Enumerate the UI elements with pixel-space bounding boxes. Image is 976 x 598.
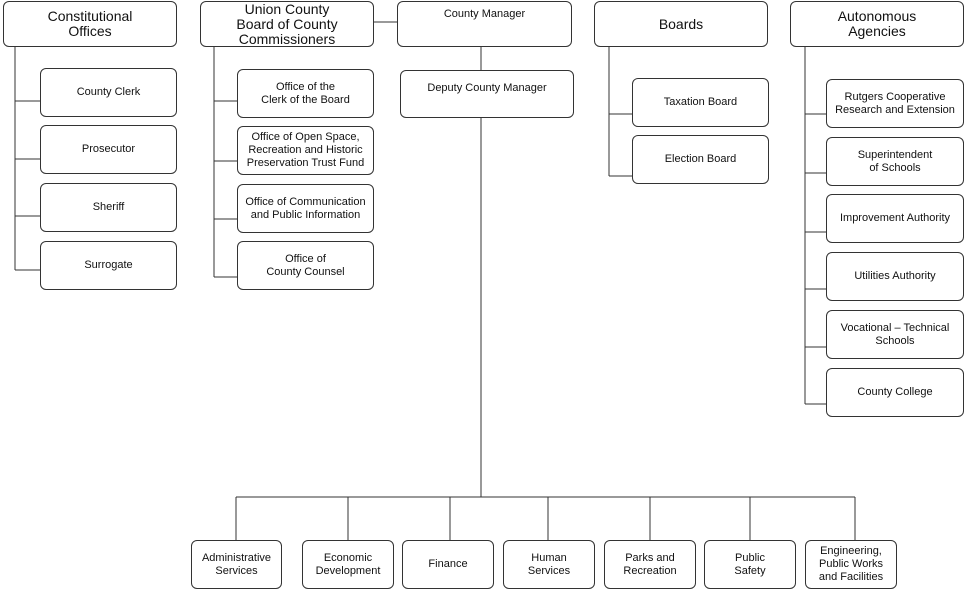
administrative-services-box: Administrative Services (191, 540, 282, 589)
utilities-authority-box: Utilities Authority (826, 252, 964, 301)
open-space-trust-fund-box: Office of Open Space, Recreation and His… (237, 126, 374, 175)
superintendent-of-schools-box: Superintendent of Schools (826, 137, 964, 186)
sheriff-box: Sheriff (40, 183, 177, 232)
constitutional-offices-box: Constitutional Offices (3, 1, 177, 47)
county-clerk-box: County Clerk (40, 68, 177, 117)
taxation-board-box: Taxation Board (632, 78, 769, 127)
engineering-public-works-box: Engineering, Public Works and Facilities (805, 540, 897, 589)
county-manager-box: County Manager (397, 1, 572, 47)
surrogate-box: Surrogate (40, 241, 177, 290)
county-counsel-box: Office of County Counsel (237, 241, 374, 290)
autonomous-agencies-box: Autonomous Agencies (790, 1, 964, 47)
deputy-county-manager-box: Deputy County Manager (400, 70, 574, 118)
communication-public-info-box: Office of Communication and Public Infor… (237, 184, 374, 233)
county-college-box: County College (826, 368, 964, 417)
rutgers-cooperative-box: Rutgers Cooperative Research and Extensi… (826, 79, 964, 128)
parks-and-recreation-box: Parks and Recreation (604, 540, 696, 589)
vocational-technical-schools-box: Vocational – Technical Schools (826, 310, 964, 359)
finance-box: Finance (402, 540, 494, 589)
public-safety-box: Public Safety (704, 540, 796, 589)
improvement-authority-box: Improvement Authority (826, 194, 964, 243)
election-board-box: Election Board (632, 135, 769, 184)
clerk-of-the-board-box: Office of the Clerk of the Board (237, 69, 374, 118)
boards-box: Boards (594, 1, 768, 47)
economic-development-box: Economic Development (302, 540, 394, 589)
human-services-box: Human Services (503, 540, 595, 589)
prosecutor-box: Prosecutor (40, 125, 177, 174)
board-of-commissioners-box: Union County Board of County Commissione… (200, 1, 374, 47)
